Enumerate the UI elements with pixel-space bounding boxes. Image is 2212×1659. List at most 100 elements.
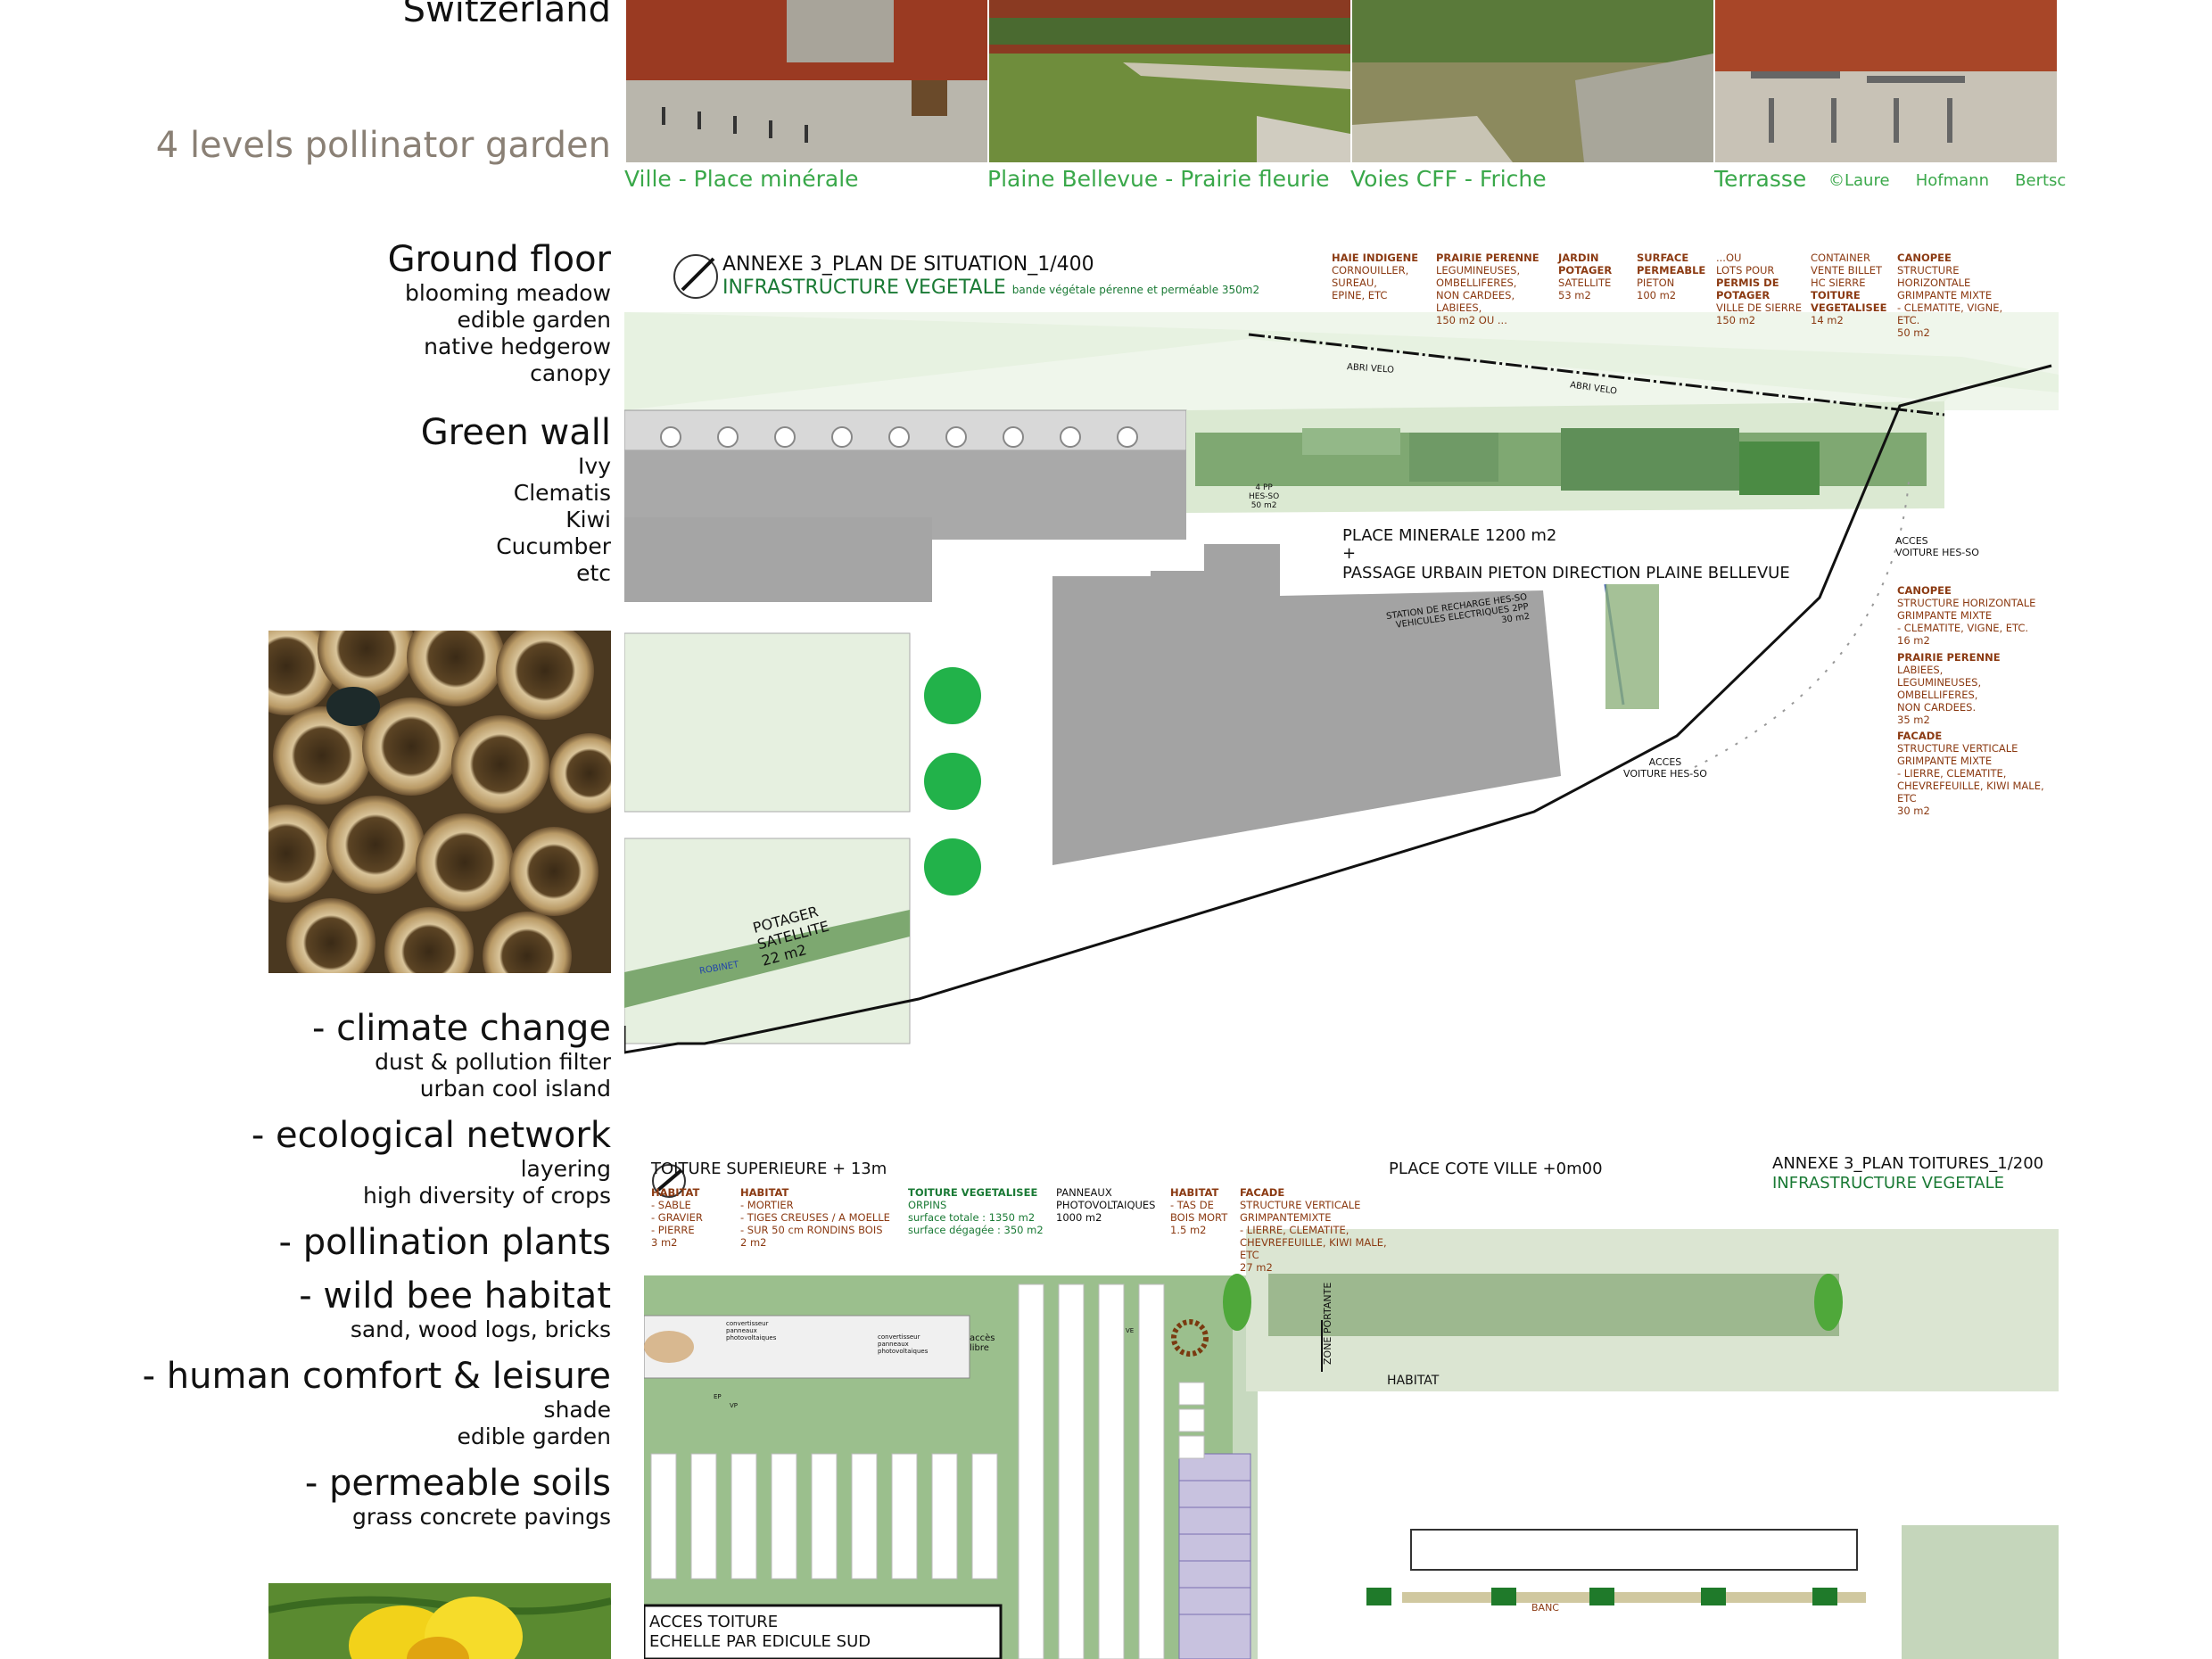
label-echelle: ECHELLE PAR EDICULE SUD — [649, 1632, 871, 1651]
solar-panel — [650, 1453, 677, 1580]
benefit-title: - permeable soils — [304, 1463, 611, 1504]
roof-subtitle: INFRASTRUCTURE VEGETALE — [1772, 1174, 2004, 1193]
photo-terrasse — [1715, 0, 2057, 162]
label-place-minerale: PLACE MINERALE 1200 m2 — [1342, 526, 1557, 545]
caption-prairie: Plaine Bellevue - Prairie fleurie — [987, 166, 1330, 192]
benefit-soils: - permeable soils grass concrete pavings — [305, 1463, 611, 1531]
legend-head: HABITAT — [1170, 1186, 1219, 1199]
solar-panel — [1178, 1382, 1205, 1406]
label-ve: VE — [1126, 1327, 1135, 1334]
label-habitat: HABITAT — [1387, 1374, 1440, 1388]
ground-floor-item: canopy — [530, 360, 611, 386]
benefit-title: - pollination plants — [278, 1222, 611, 1263]
benefit-item: shade — [543, 1397, 611, 1423]
light-fixture — [888, 426, 910, 448]
legend-body: - MORTIER - TIGES CREUSES / A MOELLE - S… — [740, 1199, 890, 1249]
light-fixture — [1003, 426, 1024, 448]
legend-body: ORPINS surface totale : 1350 m2 surface … — [908, 1199, 1044, 1236]
credit-part: ©Laure — [1828, 171, 1890, 190]
caption-place-minerale: Ville - Place minérale — [624, 166, 859, 192]
legend-body: - TAS DE BOIS MORT 1.5 m2 — [1170, 1199, 1228, 1236]
bamboo-tube — [384, 907, 474, 973]
benefit-item: layering — [520, 1156, 611, 1182]
bamboo-tube — [362, 697, 460, 796]
light-fixture — [1060, 426, 1081, 448]
benefit-wild-bee: - wild bee habitat sand, wood logs, bric… — [299, 1275, 611, 1343]
solar-panel — [1098, 1283, 1125, 1659]
green-wall-item: etc — [576, 560, 611, 586]
bamboo-tube — [326, 796, 425, 894]
legend-body: CORNOUILLER, SUREAU, EPINE, ETC — [1332, 264, 1409, 301]
roof-legend-panneaux: PANNEAUX PHOTOVOLTAIQUES 1000 m2 — [1056, 1186, 1156, 1224]
legend-head: PRAIRIE PERENNE — [1897, 651, 2001, 664]
flower-photo — [268, 1583, 611, 1659]
bamboo-tube — [416, 813, 514, 912]
solar-panel — [891, 1453, 918, 1580]
legend-body: STRUCTURE HORIZONTALE GRIMPANTE MIXTE - … — [1897, 264, 2003, 339]
solar-panel — [1138, 1283, 1165, 1659]
label-acces-libre: accès libre — [970, 1333, 995, 1353]
legend-body: 14 m2 — [1811, 314, 1844, 326]
label-pp: 4 PP HES-SO 50 m2 — [1249, 483, 1280, 510]
label-convertisseur: convertisseur panneaux photovoltaiques — [878, 1333, 929, 1355]
label-ep: EP — [714, 1393, 722, 1400]
green-wall-title: Green wall — [420, 412, 611, 453]
light-fixture — [774, 426, 796, 448]
bamboo-tube — [286, 898, 376, 973]
benefit-title: - wild bee habitat — [299, 1275, 611, 1316]
solar-panel — [851, 1453, 878, 1580]
legend-head: PERMIS DE POTAGER — [1716, 276, 1779, 301]
light-fixture — [660, 426, 681, 448]
credit-part: Bertsc — [2015, 171, 2067, 190]
label-acces-toiture: ACCES TOITURE — [649, 1613, 779, 1631]
bamboo-tube — [496, 631, 594, 720]
legend-head: TOITURE VEGETALISEE — [1811, 289, 1887, 314]
bee-hotel-photo — [268, 631, 611, 973]
label-convertisseur: convertisseur panneaux photovoltaiques — [726, 1320, 777, 1341]
header-country: Switzerland — [402, 0, 611, 30]
solar-panel — [1178, 1408, 1205, 1432]
solar-panel — [771, 1453, 797, 1580]
ground-floor-section: Ground floor blooming meadow edible gard… — [388, 239, 611, 387]
benefit-climate: - climate change dust & pollution filter… — [312, 1008, 611, 1102]
bamboo-tube — [483, 912, 572, 973]
light-fixture — [717, 426, 739, 448]
plan1-subtitle: INFRASTRUCTURE VEGETALE — [722, 276, 1006, 299]
legend-head: TOITURE VEGETALISEE — [908, 1186, 1038, 1199]
site-plan: ANNEXE 3_PLAN DE SITUATION_1/400 INFRAST… — [624, 241, 2059, 1106]
legend-body: LABIEES, LEGUMINEUSES, OMBELLIFERES, NON… — [1897, 664, 1982, 726]
roof-plan: TOITURE SUPERIEURE + 13m PLACE COTE VILL… — [644, 1154, 2059, 1659]
bamboo-tube — [407, 631, 505, 706]
green-wall-item: Ivy — [578, 453, 611, 479]
bamboo-tube — [451, 715, 549, 813]
legend-head: HABITAT — [651, 1186, 700, 1199]
benefit-ecological: - ecological network layering high diver… — [252, 1115, 611, 1209]
legend-body: ...OU LOTS POUR — [1716, 252, 1775, 276]
photo-place-minerale — [626, 0, 987, 162]
legend-body: VILLE DE SIERRE 150 m2 — [1716, 301, 1802, 326]
legend-body: CONTAINER VENTE BILLET HC SIERRE — [1811, 252, 1883, 289]
benefit-title: - ecological network — [251, 1115, 611, 1156]
bamboo-tube — [509, 827, 598, 916]
legend-head: HAIE INDIGENE — [1332, 252, 1419, 264]
ground-floor-item: edible garden — [457, 307, 611, 333]
header-subtitle: 4 levels pollinator garden — [155, 125, 611, 166]
legend-head: HABITAT — [740, 1186, 789, 1199]
roof-title: ANNEXE 3_PLAN TOITURES_1/200 — [1772, 1154, 2044, 1173]
label-plus: + — [1342, 544, 1357, 563]
solar-panel — [811, 1453, 838, 1580]
roof-legend-bois-mort: HABITAT- TAS DE BOIS MORT 1.5 m2 — [1170, 1186, 1242, 1236]
legend-body: LEGUMINEUSES, OMBELLIFERES, NON CARDEES,… — [1436, 264, 1521, 326]
benefit-item: dust & pollution filter — [375, 1049, 611, 1075]
bamboo-tube — [318, 631, 416, 697]
label-passage: PASSAGE URBAIN PIETON DIRECTION PLAINE B… — [1342, 564, 1790, 582]
plan1-title: ANNEXE 3_PLAN DE SITUATION_1/400 — [722, 253, 1094, 276]
label-vp: VP — [730, 1402, 739, 1409]
legend-head: FACADE — [1897, 730, 1943, 742]
photo-voies-cff — [1352, 0, 1713, 162]
